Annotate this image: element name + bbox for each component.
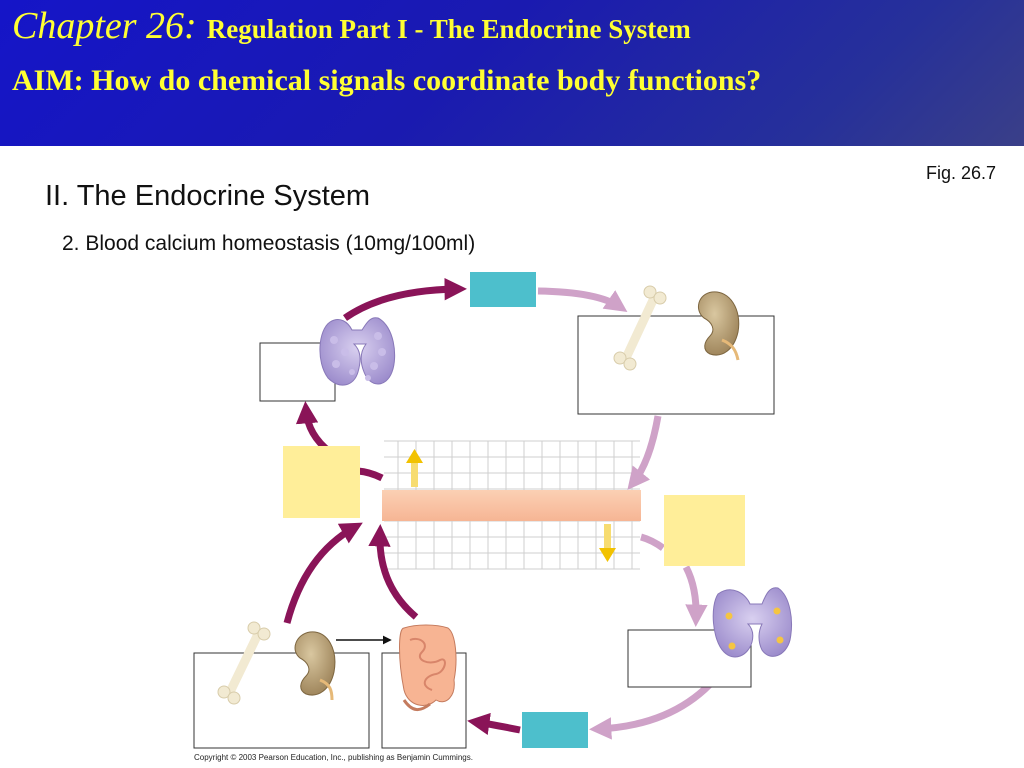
aim-statement: AIM: How do chemical signals coordinate … — [12, 64, 762, 97]
label-box-parathyroid — [627, 629, 752, 688]
thyroid-gland-icon — [319, 317, 396, 386]
arrow-intestine-to-bar — [368, 524, 419, 620]
intestine-icon — [399, 624, 457, 711]
figure-reference: Fig. 26.7 — [926, 163, 997, 183]
bone-icon-bottom — [217, 621, 271, 705]
label-box-bottom-left — [193, 652, 370, 749]
stimulus-box-left — [283, 446, 360, 518]
stimulus-box-right — [664, 495, 745, 566]
calcium-fall-arrow — [599, 524, 616, 562]
arrow-thyroid-to-hormone — [342, 277, 467, 321]
label-box-top-right — [577, 315, 775, 415]
parathyroid-gland-icon — [712, 587, 792, 658]
arrow-organs-to-bar — [627, 415, 662, 490]
kidney-icon-bottom — [294, 631, 336, 701]
arrow-hormone-to-bone — [537, 287, 628, 313]
bone-icon-top — [613, 285, 667, 371]
copyright-notice: Copyright © 2003 Pearson Education, Inc.… — [194, 753, 473, 762]
calcium-rise-arrow — [406, 449, 423, 487]
title-banner: Chapter 26: Regulation Part I - The Endoc… — [0, 0, 1024, 146]
section-subheading: 2. Blood calcium homeostasis (10mg/100ml… — [62, 232, 476, 255]
hormone-box-top — [470, 272, 536, 307]
chapter-subtitle: Regulation Part I - The Endocrine System — [206, 14, 691, 44]
kidney-icon-top — [697, 291, 740, 361]
arrow-bar-to-stimulus — [640, 533, 666, 551]
arrow-stimulus-to-parathyroid — [682, 565, 708, 627]
arrow-bone-to-bar — [283, 522, 363, 624]
arrow-stimulus-to-thyroid — [295, 401, 333, 455]
arrow-blood-to-stimulus — [357, 467, 384, 482]
slide-title: Chapter 26: Regulation Part I - The Endoc… — [12, 4, 691, 48]
chapter-label: Chapter 26: — [12, 5, 197, 47]
arrow-hormone-to-intestine — [467, 712, 521, 735]
homeostasis-bar — [382, 490, 641, 521]
section-heading: II. The Endocrine System — [45, 180, 371, 212]
hormone-box-bottom — [522, 712, 588, 748]
